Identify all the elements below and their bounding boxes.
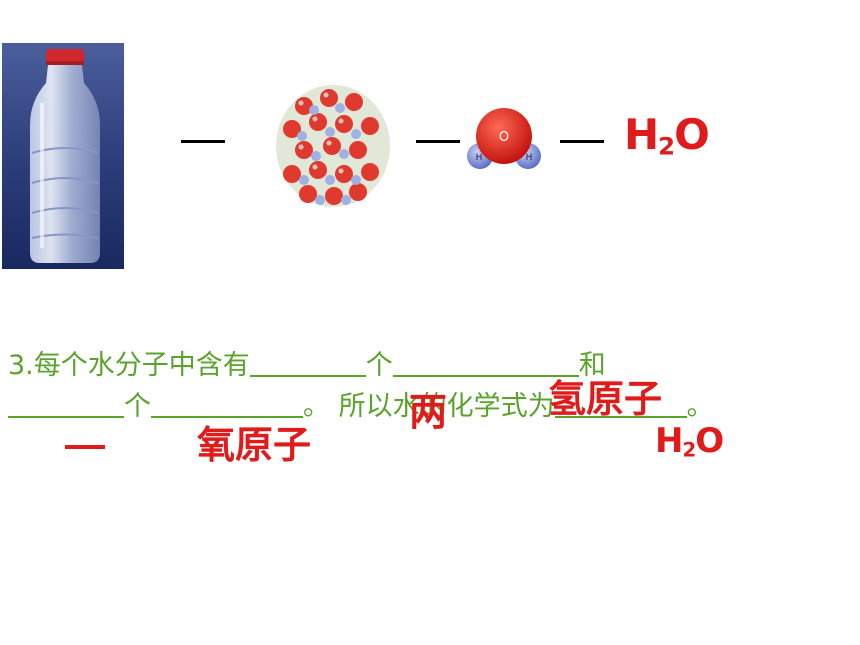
hydrogen-atom-label: H: [526, 153, 533, 163]
question-line-1: 3.每个水分子中含有个和: [8, 350, 606, 381]
answer-liang: 两: [409, 390, 448, 434]
answer-blank: [554, 392, 687, 418]
dash-connector: [181, 140, 225, 143]
answer-blank: [249, 351, 366, 377]
hydrogen-atom-label: H: [476, 153, 483, 163]
water-bottle-image: [2, 43, 124, 269]
water-molecule-model: O H H: [466, 104, 542, 176]
water-molecule-cluster-image: [274, 84, 392, 208]
dash-connector: [416, 140, 460, 143]
answer-formula: H2O: [655, 421, 724, 462]
question-line-2: 个。 所以水的化学式为。: [8, 392, 714, 420]
water-formula-heading: H2O: [624, 110, 710, 161]
dash-connector: [560, 140, 604, 143]
answer-oxygen-atom: 氧原子: [197, 423, 312, 467]
answer-blank: [8, 392, 124, 418]
answer-hydrogen-atom: 氢原子: [548, 377, 663, 421]
oxygen-atom-label: O: [499, 130, 509, 145]
answer-yi: 一: [65, 445, 105, 449]
answer-blank: [151, 392, 303, 418]
answer-blank: [392, 351, 579, 377]
